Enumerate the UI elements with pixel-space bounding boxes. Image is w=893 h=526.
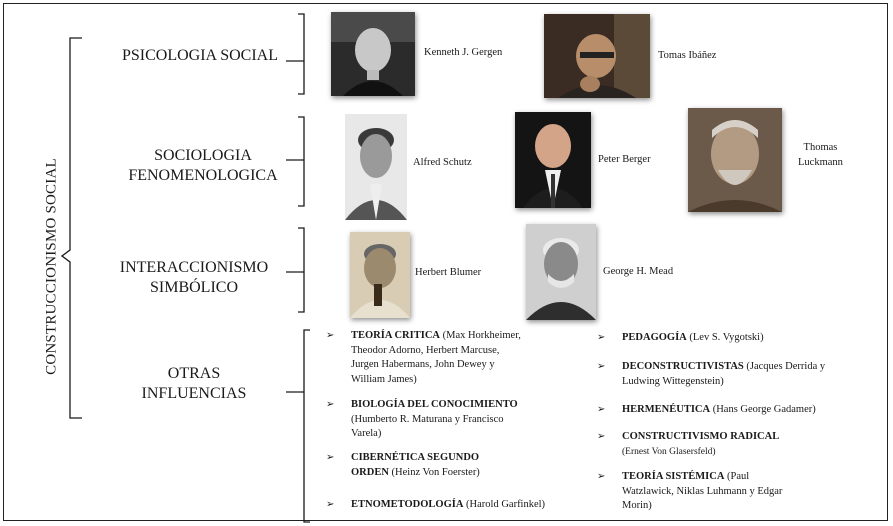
name-tomas-ibanez: Tomas Ibáñez	[658, 50, 717, 61]
influence-deconstructivistas: ➢ DECONSTRUCTIVISTAS (Jacques Derrida y L…	[597, 360, 887, 389]
category-psicologia-social: PSICOLOGIA SOCIAL	[110, 46, 290, 66]
arrow-bullet-icon: ➢	[597, 404, 606, 415]
name-luckmann-line1: Thomas	[803, 142, 838, 153]
arrow-bullet-icon: ➢	[597, 332, 606, 343]
category-label-line2: FENOMENOLOGICA	[128, 167, 278, 184]
influence-detail: Ludwing Wittegenstein)	[622, 375, 724, 387]
name-kenneth-gergen: Kenneth J. Gergen	[424, 47, 503, 58]
influence-detail: Watzlawick, Niklas Luhmann y Edgar	[622, 485, 783, 497]
name-peter-berger: Peter Berger	[598, 154, 651, 165]
arrow-bullet-icon: ➢	[326, 499, 335, 510]
photo-tomas-ibanez	[544, 14, 650, 98]
category-label: PSICOLOGIA SOCIAL	[121, 47, 278, 64]
arrow-bullet-icon: ➢	[597, 471, 606, 482]
category-sociologia-fenomenologica: SOCIOLOGIA FENOMENOLOGICA	[118, 146, 288, 186]
influence-detail: (Paul	[724, 471, 750, 482]
influence-title: CONSTRUCTIVISMO RADICAL	[622, 431, 780, 442]
name-george-mead: George H. Mead	[603, 266, 674, 277]
category-interaccionismo-simbolico: INTERACCIONISMO SIMBÓLICO	[104, 258, 284, 298]
diagram-frame	[3, 3, 888, 521]
influence-title: TEORÍA CRITICA	[351, 330, 440, 341]
arrow-bullet-icon: ➢	[326, 330, 335, 341]
arrow-bullet-icon: ➢	[597, 361, 606, 372]
photo-peter-berger	[515, 112, 591, 208]
influence-detail: (Ernest Von Glasersfeld)	[622, 446, 716, 457]
influence-detail: Morin)	[622, 500, 652, 511]
category-label-line2: INFLUENCIAS	[141, 385, 247, 402]
influence-title: BIOLOGÍA DEL CONOCIMIENTO	[351, 399, 518, 410]
influence-pedagogia: ➢ PEDAGOGÍA (Lev S. Vygotski)	[597, 331, 882, 346]
influence-hermeneutica: ➢ HERMENÉUTICA (Hans George Gadamer)	[597, 403, 882, 418]
influence-detail: (Max Horkheimer,	[439, 330, 521, 341]
photo-herbert-blumer	[350, 232, 410, 318]
category-label-line2: SIMBÓLICO	[149, 279, 238, 296]
photo-alfred-schutz	[345, 114, 407, 220]
name-thomas-luckmann: Thomas Luckmann	[798, 140, 843, 170]
influence-detail: (Heinz Von Foerster)	[388, 466, 480, 478]
influence-detail: Theodor Adorno, Herbert Marcuse,	[351, 344, 500, 356]
influence-title: HERMENÉUTICA	[622, 404, 711, 415]
arrow-bullet-icon: ➢	[326, 399, 335, 410]
influence-detail: Varela)	[351, 428, 382, 439]
category-otras-influencias: OTRAS INFLUENCIAS	[104, 364, 284, 404]
influence-detail: (Humberto R. Maturana y Francisco	[351, 413, 504, 425]
influence-etnometodologia: ➢ ETNOMETODOLOGÍA (Harold Garfinkel)	[326, 498, 616, 513]
photo-kenneth-gergen	[331, 12, 415, 96]
influence-detail: Jurgen Habermans, John Dewey y	[351, 359, 495, 370]
arrow-bullet-icon: ➢	[326, 452, 335, 463]
influence-detail: William James)	[351, 373, 417, 385]
influence-cibernetica: ➢ CIBERNÉTICA SEGUNDO ORDEN (Heinz Von Fo…	[326, 451, 596, 480]
influence-title: CIBERNÉTICA SEGUNDO	[351, 452, 480, 463]
influence-title: TEORÍA SISTÉMICA	[622, 471, 725, 482]
influence-biologia-conocimiento: ➢ BIOLOGÍA DEL CONOCIMIENTO (Humberto R. …	[326, 398, 596, 442]
influence-title: ETNOMETODOLOGÍA	[351, 499, 464, 510]
main-bracket	[60, 37, 82, 419]
name-luckmann-line2: Luckmann	[798, 157, 843, 168]
influence-teoria-critica: ➢ TEORÍA CRITICA (Max Horkheimer, Theodor…	[326, 329, 596, 387]
category-label-line1: INTERACCIONISMO	[119, 259, 269, 276]
influence-detail: (Jacques Derrida y	[743, 361, 826, 372]
influence-title: DECONSTRUCTIVISTAS	[622, 361, 744, 372]
influence-title: PEDAGOGÍA	[622, 332, 687, 343]
arrow-bullet-icon: ➢	[597, 431, 606, 442]
category-label-line1: OTRAS	[167, 365, 221, 382]
name-alfred-schutz: Alfred Schutz	[413, 157, 472, 168]
influence-constructivismo-radical: ➢ CONSTRUCTIVISMO RADICAL (Ernest Von Gla…	[597, 430, 882, 459]
influence-detail: (Hans George Gadamer)	[710, 404, 816, 415]
photo-george-mead	[526, 224, 596, 320]
influence-detail: (Lev S. Vygotski)	[686, 332, 764, 343]
influence-title-line2: ORDEN	[351, 466, 389, 478]
category-label-line1: SOCIOLOGIA	[154, 147, 252, 164]
main-title: CONSTRUCCIONISMO SOCIAL	[43, 158, 60, 375]
influence-detail: (Harold Garfinkel)	[463, 499, 546, 510]
photo-thomas-luckmann	[688, 108, 782, 212]
name-herbert-blumer: Herbert Blumer	[415, 267, 482, 278]
